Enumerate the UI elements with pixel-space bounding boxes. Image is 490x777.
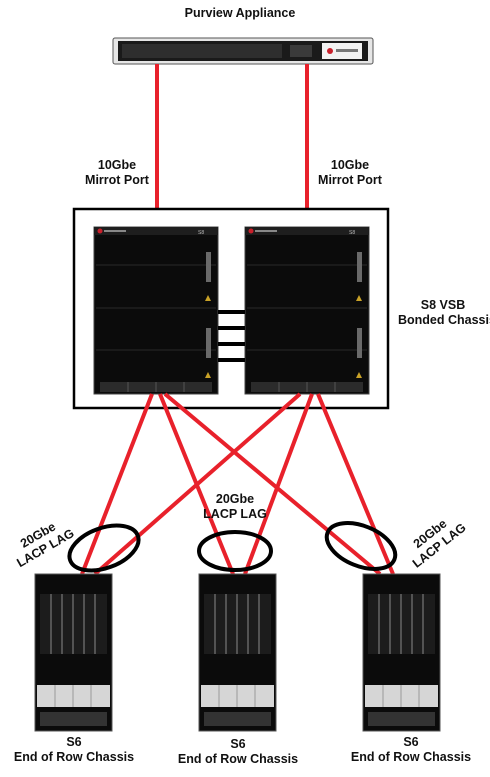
s8-chassis-left [93,226,219,395]
appliance-title: Purview Appliance [184,6,296,20]
edge-model-left: S6 [66,735,82,749]
mirror-port-name-right: Mirrot Port [318,173,382,187]
mirror-port-name-left: Mirrot Port [85,173,149,187]
s6-chassis-center [198,573,277,732]
mirror-port-speed-right: 10Gbe [330,158,370,172]
edge-model-right: S6 [403,735,419,749]
mirror-port-speed-left: 10Gbe [97,158,137,172]
s8-chassis-right [244,226,370,395]
lag-speed-center: 20Gbe [215,492,255,506]
vsb-bond-links [218,310,245,362]
core-label: S8 VSB Bonded Chassis [398,298,490,328]
s6-chassis-right [362,573,441,732]
s8-badge-right: S8 [349,230,355,236]
edge-role-left: End of Row Chassis [13,750,135,764]
edge-label-left: S6 End of Row Chassis [12,735,136,765]
mirror-links [155,64,309,230]
lag-ellipse-center [197,530,273,572]
core-label-line1: S8 VSB [420,298,466,312]
s6-chassis-left [34,573,113,732]
lag-ellipses [67,521,398,573]
edge-role-center: End of Row Chassis [177,752,299,766]
lag-label-center: 20Gbe LACP LAG [195,492,275,522]
s8-badge-left: S8 [198,230,204,236]
edge-label-center: S6 End of Row Chassis [176,737,300,767]
core-label-line2: Bonded Chassis [398,313,490,327]
lag-ellipse-right [324,521,398,571]
lag-name-center: LACP LAG [203,507,267,521]
purview-appliance [112,37,374,65]
edge-role-right: End of Row Chassis [350,750,472,764]
edge-model-center: S6 [230,737,246,751]
lag-ellipse-left [67,523,141,573]
edge-label-right: S6 End of Row Chassis [349,735,473,765]
mirror-port-label-left: 10Gbe Mirrot Port [72,158,162,188]
lag-links [80,392,395,576]
mirror-port-label-right: 10Gbe Mirrot Port [305,158,395,188]
